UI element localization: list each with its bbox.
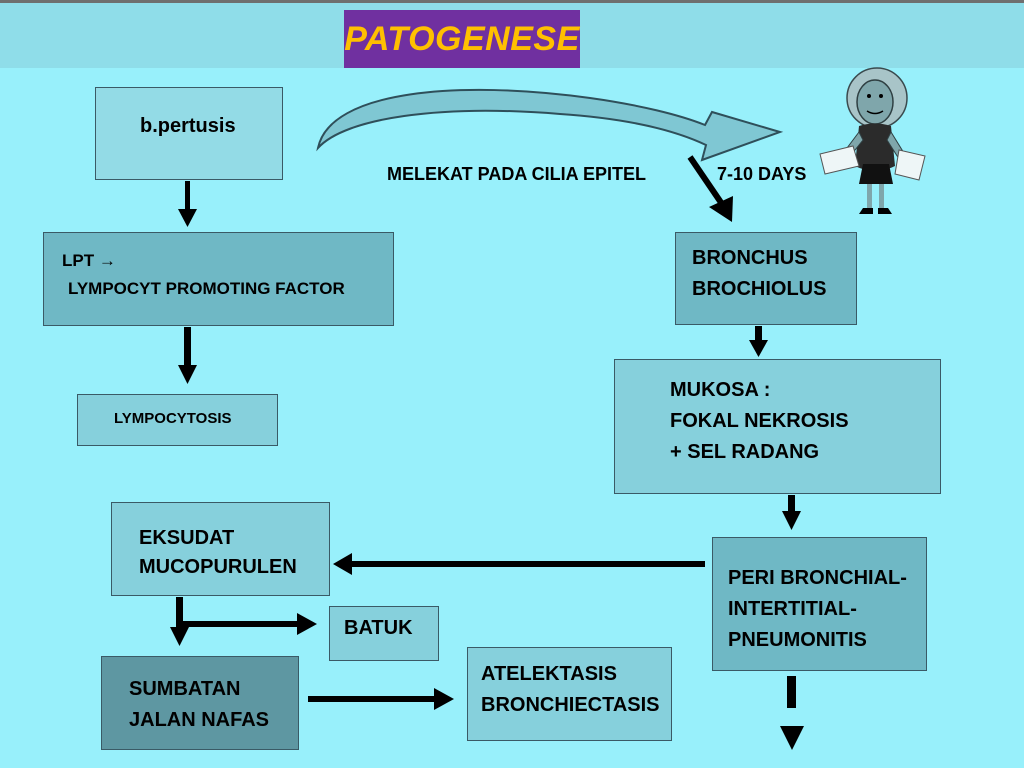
- node-bpertusis: b.pertusis: [95, 87, 283, 180]
- node-bronchus: BRONCHUS BROCHIOLUS: [675, 232, 857, 325]
- node-atelektasis-text-2: BRONCHIECTASIS: [481, 694, 660, 716]
- node-eksudat: EKSUDAT MUCOPURULEN: [111, 502, 330, 596]
- node-sumbatan: SUMBATAN JALAN NAFAS: [101, 656, 299, 750]
- arrow-bpertusis-to-lpt: [178, 181, 197, 227]
- node-lympocytosis-text: LYMPOCYTOSIS: [114, 410, 232, 427]
- arrow-peri-to-eksudat: [333, 553, 705, 575]
- node-mukosa-text-1: MUKOSA :: [670, 379, 771, 401]
- node-batuk: BATUK: [329, 606, 439, 661]
- node-sumbatan-text-1: SUMBATAN: [129, 678, 241, 700]
- arrow-peri-down: [780, 676, 804, 750]
- node-peri-text-1: PERI BRONCHIAL-: [728, 567, 907, 589]
- title-box: PATOGENESE: [344, 10, 580, 68]
- node-sumbatan-text-2: JALAN NAFAS: [129, 709, 270, 731]
- node-lpt-text-2: LYMPOCYT PROMOTING FACTOR: [68, 279, 345, 298]
- node-peri: PERI BRONCHIAL- INTERTITIAL- PNEUMONITIS: [712, 537, 927, 671]
- label-days: 7-10 DAYS: [717, 164, 807, 184]
- label-melekat: MELEKAT PADA CILIA EPITEL: [387, 164, 646, 184]
- node-lpt: LPT → LYMPOCYT PROMOTING FACTOR: [43, 232, 394, 326]
- node-peri-text-2: INTERTITIAL-: [728, 598, 857, 620]
- arrow-eksudat-to-sumbatan: [170, 597, 189, 646]
- node-batuk-text: BATUK: [344, 617, 413, 639]
- node-atelektasis: ATELEKTASIS BRONCHIECTASIS: [467, 647, 672, 741]
- node-lympocytosis: LYMPOCYTOSIS: [77, 394, 278, 446]
- arrow-lpt-to-lympocytosis: [178, 327, 197, 384]
- arrow-bronchus-to-mukosa: [749, 326, 768, 357]
- arrow-sumbatan-to-atelektasis: [308, 688, 454, 710]
- node-bpertusis-text: b.pertusis: [140, 115, 236, 137]
- node-atelektasis-text-1: ATELEKTASIS: [481, 663, 617, 685]
- arrow-mukosa-to-peri: [782, 495, 801, 530]
- arrow-eksudat-to-batuk: [183, 613, 317, 635]
- node-lpt-text-1: LPT →: [62, 251, 116, 270]
- node-eksudat-text-2: MUCOPURULEN: [139, 556, 297, 578]
- node-mukosa-text-2: FOKAL NEKROSIS: [670, 410, 849, 432]
- teacher-character-icon: [819, 67, 926, 214]
- node-eksudat-text-1: EKSUDAT: [139, 527, 235, 549]
- curved-arrow: [316, 88, 784, 162]
- top-border-line: [0, 0, 1024, 3]
- node-mukosa: MUKOSA : FOKAL NEKROSIS + SEL RADANG: [614, 359, 941, 494]
- page-title: PATOGENESE: [344, 19, 580, 58]
- node-mukosa-text-3: + SEL RADANG: [670, 441, 820, 463]
- node-bronchus-text-1: BRONCHUS: [692, 247, 808, 269]
- node-bronchus-text-2: BROCHIOLUS: [692, 278, 827, 300]
- node-peri-text-3: PNEUMONITIS: [728, 629, 867, 651]
- arrow-to-bronchus: [687, 155, 733, 222]
